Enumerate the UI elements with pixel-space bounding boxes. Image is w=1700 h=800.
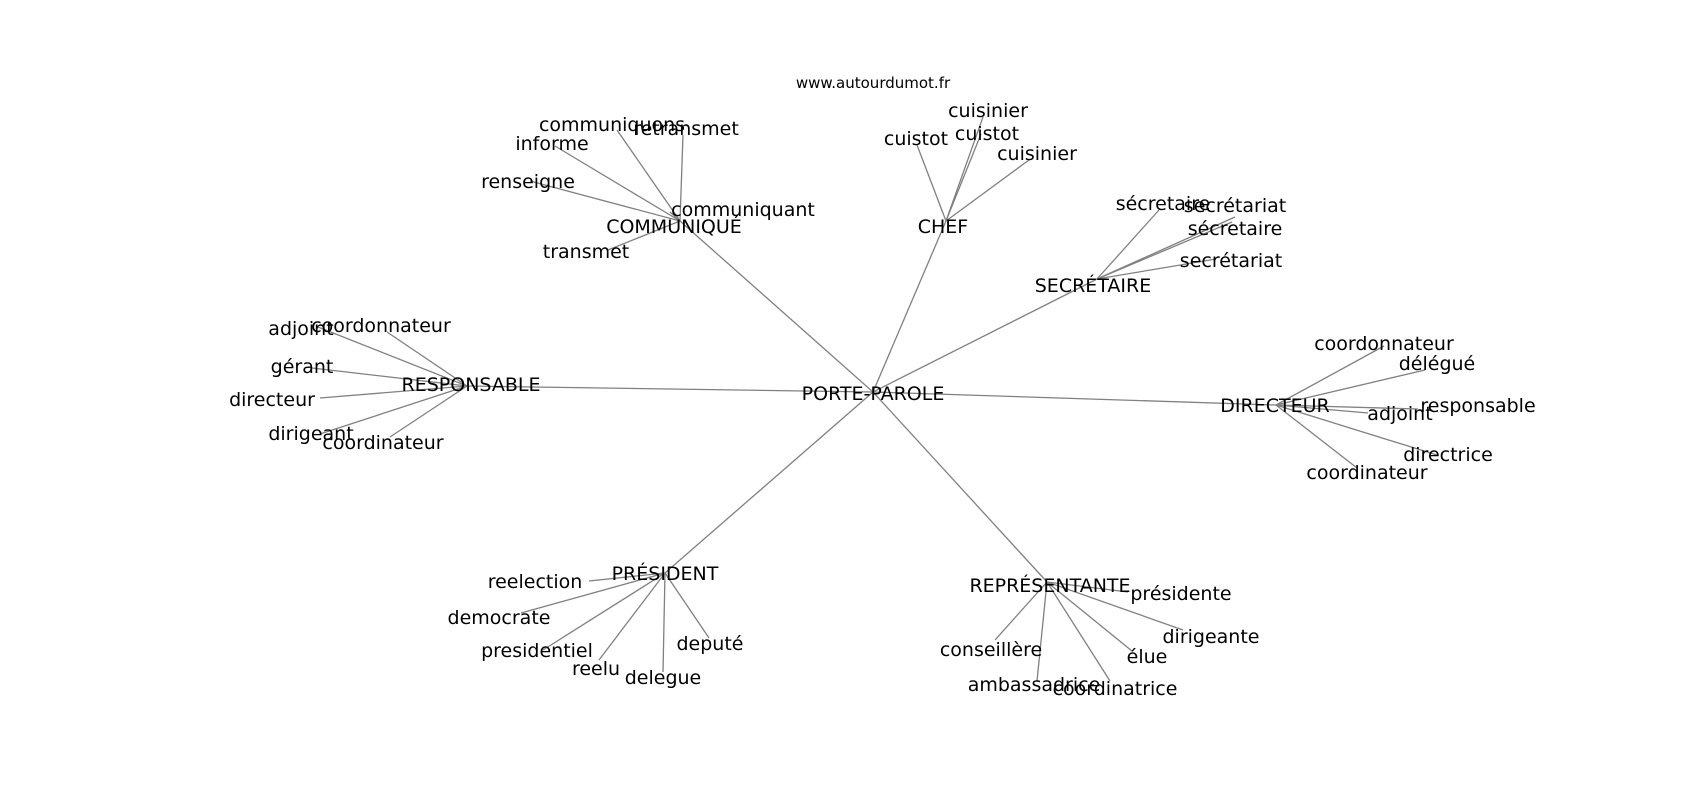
edge-chef-leaf	[945, 159, 1030, 222]
edge-president-leaf	[598, 572, 666, 661]
edge-communique-leaf	[529, 180, 681, 222]
edge-directeur-leaf	[1275, 404, 1438, 456]
leaf-node[interactable]: secrétariat	[1184, 195, 1286, 217]
edge-root-directeur	[872, 391, 1277, 406]
edge-responsable-leaf	[319, 385, 468, 399]
edge-directeur-leaf	[1275, 404, 1369, 414]
edge-president-leaf	[542, 572, 666, 651]
edge-responsable-leaf	[319, 385, 468, 435]
leaf-node[interactable]: delegue	[625, 667, 702, 689]
edge-representante-leaf	[1046, 581, 1133, 652]
leaf-node[interactable]: gérant	[271, 356, 334, 378]
edge-representante-leaf	[994, 581, 1048, 641]
edge-communique-leaf	[607, 220, 681, 251]
leaf-node[interactable]: dirigeant	[268, 423, 353, 445]
hub-node-directeur[interactable]: DIRECTEUR	[1220, 395, 1329, 417]
leaf-node[interactable]: sécretaire	[1188, 218, 1283, 240]
edge-representante-leaf	[1046, 581, 1111, 682]
leaf-node[interactable]: délégué	[1399, 353, 1476, 375]
leaf-node[interactable]: élue	[1127, 646, 1168, 668]
edge-root-chef	[872, 220, 947, 393]
leaf-node[interactable]: deputé	[677, 633, 744, 655]
source-url: www.autourdumot.fr	[796, 74, 951, 92]
hub-node-representante[interactable]: REPRÉSENTANTE	[969, 574, 1130, 597]
edge-chef-leaf	[916, 144, 947, 222]
leaf-node[interactable]: présidente	[1130, 583, 1231, 605]
edge-secretaire-leaf	[1096, 209, 1160, 280]
edge-communique-leaf	[554, 145, 681, 222]
leaf-node[interactable]: adjoint	[1367, 403, 1432, 425]
edge-representante-leaf	[1046, 581, 1184, 631]
edge-president-leaf	[664, 572, 710, 639]
edge-responsable-leaf	[317, 326, 468, 387]
leaf-node[interactable]: coordinateur	[1306, 462, 1427, 484]
edge-secretaire-leaf	[1096, 258, 1217, 280]
edge-chef-leaf	[945, 116, 984, 222]
edge-root-communique	[679, 220, 874, 393]
leaf-node[interactable]: secrétariat	[1180, 250, 1282, 272]
leaf-node[interactable]: dirigeante	[1162, 626, 1259, 648]
edge-communique-leaf	[679, 134, 684, 222]
leaf-node[interactable]: cuisinier	[997, 143, 1077, 165]
leaf-node[interactable]: renseigne	[481, 171, 575, 193]
edge-directeur-leaf	[1275, 404, 1419, 410]
edge-root-responsable	[466, 385, 874, 393]
leaf-node[interactable]: directrice	[1403, 444, 1493, 466]
labels-layer: www.autourdumot.fr PORTE-PAROLE communiq…	[229, 74, 1536, 700]
edge-president-leaf	[588, 572, 666, 582]
edge-secretaire-leaf	[1096, 221, 1233, 280]
edge-president-leaf	[520, 572, 666, 614]
leaf-node[interactable]: coordonnateur	[1314, 333, 1454, 355]
leaf-node[interactable]: cuisinier	[948, 100, 1028, 122]
leaf-node[interactable]: informe	[515, 133, 588, 155]
root-node[interactable]: PORTE-PAROLE	[802, 383, 945, 405]
edge-directeur-leaf	[1275, 345, 1385, 406]
edge-chef-leaf	[945, 133, 982, 222]
edge-responsable-leaf	[311, 367, 468, 387]
leaf-node[interactable]: democrate	[448, 607, 551, 629]
edge-communique-leaf	[616, 129, 681, 222]
hub-node-responsable[interactable]: RESPONSABLE	[402, 374, 541, 396]
edge-responsable-leaf	[389, 385, 468, 438]
leaf-node[interactable]: adjoint	[268, 318, 333, 340]
leaf-node[interactable]: ambassadrice	[968, 674, 1101, 696]
leaf-node[interactable]: directeur	[229, 389, 315, 411]
leaf-node[interactable]: conseillère	[940, 639, 1042, 661]
leaf-node[interactable]: retransmet	[633, 118, 739, 140]
edge-directeur-leaf	[1275, 404, 1358, 469]
edge-root-president	[664, 391, 874, 574]
leaf-node[interactable]: cuistot	[955, 123, 1019, 145]
edge-root-secretaire	[872, 278, 1098, 393]
leaf-node[interactable]: communiquons	[539, 114, 685, 136]
leaf-node[interactable]: reelu	[572, 658, 620, 680]
edge-responsable-leaf	[386, 331, 468, 387]
edge-representante-leaf	[1036, 581, 1048, 682]
leaf-node[interactable]: cuistot	[884, 128, 948, 150]
leaf-node[interactable]: transmet	[543, 241, 630, 263]
leaf-node[interactable]: responsable	[1420, 395, 1535, 417]
hub-node-chef[interactable]: CHEF	[918, 216, 969, 238]
edge-root-representante	[872, 391, 1048, 583]
edge-representante-leaf	[1046, 581, 1129, 593]
edge-president-leaf	[662, 572, 666, 673]
leaf-node[interactable]: coordinatrice	[1053, 678, 1178, 700]
hub-node-president[interactable]: PRÉSIDENT	[612, 562, 719, 585]
hub-node-communique[interactable]: COMMUNIQUÉ	[606, 215, 742, 238]
leaf-node[interactable]: presidentiel	[481, 640, 593, 662]
leaf-node[interactable]: sécretaire	[1116, 193, 1211, 215]
leaf-node[interactable]: reelection	[488, 571, 583, 593]
leaf-node[interactable]: communiquant	[671, 199, 815, 221]
leaf-node[interactable]: coordinateur	[322, 432, 443, 454]
edge-communique-leaf	[669, 211, 681, 222]
edge-directeur-leaf	[1275, 369, 1426, 406]
leaf-node[interactable]: coordonnateur	[311, 315, 451, 337]
edges-layer	[311, 116, 1438, 682]
hub-node-secretaire[interactable]: SECRÉTAIRE	[1035, 274, 1151, 297]
